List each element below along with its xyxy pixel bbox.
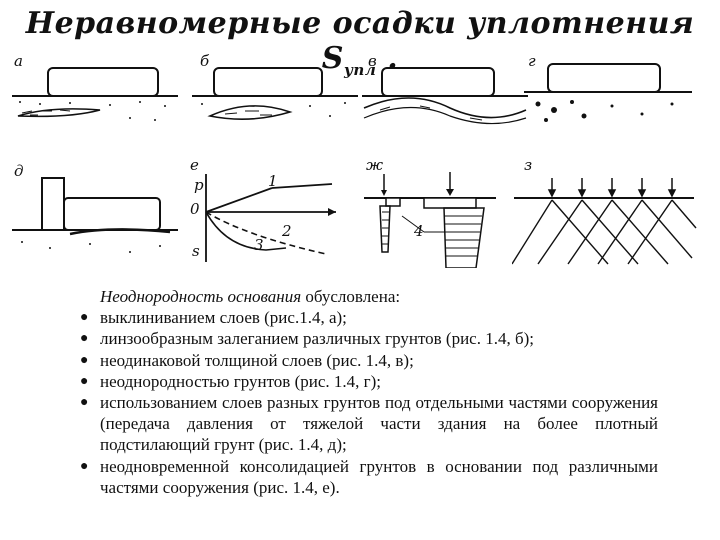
figure-v-uneven-thickness [362, 67, 528, 125]
figure-z-stress-overlap [512, 178, 697, 265]
figure-label-d: д [14, 162, 24, 180]
figure-d-heavy-part [12, 177, 178, 253]
figure-label-g: г [528, 52, 536, 70]
list-item: ●неоднородностью грунтов (рис. 1.4, г); [80, 371, 381, 391]
figure-e-curve-2: 2 [282, 222, 292, 240]
list-item: ●выклиниванием слоев (рис.1.4, а); [80, 308, 347, 328]
figure-label-e: е [190, 156, 199, 174]
list-item: ●неодинаковой толщиной слоев (рис. 1.4, … [80, 350, 414, 370]
cause-list: ●выклиниванием слоев (рис.1.4, а); ●линз… [78, 307, 658, 498]
figure-e-axis-0: 0 [190, 200, 200, 218]
body-text: Неоднородность основания обусловлена: ●в… [78, 286, 658, 498]
intro-line: Неоднородность основания обусловлена: [100, 287, 401, 306]
figure-label-a: а [14, 52, 23, 70]
figure-e-curve-3: 3 [254, 236, 264, 254]
figure-g-heterogeneous-soil [524, 63, 692, 122]
page-title: Неравномерные осадки уплотнения Sупл . [25, 6, 695, 79]
figure-a-wedge-layers [12, 67, 178, 121]
list-item: ●линзообразным залеганием различных грун… [80, 329, 535, 349]
figure-zh-pressure-diagrams [364, 172, 496, 268]
list-item: ●неодновременной консолидацией грунтов в… [80, 456, 658, 497]
figure-label-v: в [368, 52, 377, 70]
figure-b-lens [192, 67, 358, 120]
figure-e-axis-p: р [194, 176, 204, 194]
figure-zh-label-4: 4 [414, 222, 424, 240]
figure-e-curve-1: 1 [268, 172, 278, 190]
figure-label-b: б [200, 52, 210, 70]
figure-label-z: з [524, 156, 533, 174]
figure-e-axis-s: s [192, 242, 200, 260]
list-item: ●использованием слоев разных грунтов под… [80, 393, 658, 455]
figure-e-consolidation-graph [205, 174, 336, 262]
figure-label-zh: ж [366, 156, 384, 174]
